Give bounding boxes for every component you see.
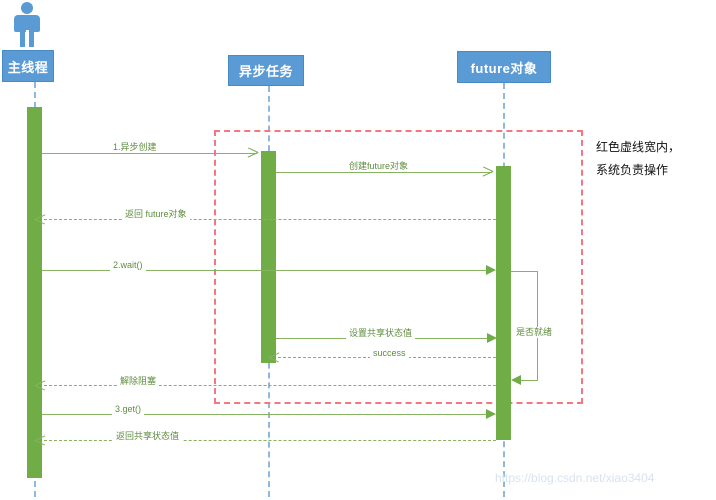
message-label-2: 创建future对象 [346,161,412,172]
lifeline-label-main: 主线程 [7,59,49,75]
actor-stick-figure-icon [10,2,44,47]
message-label-7: success [370,348,409,359]
message-arrow-4 [486,265,496,275]
actor-head [21,2,33,14]
actor-leg-right [29,31,34,47]
message-label-10: 返回共享状态值 [113,431,183,442]
message-line-2 [276,172,492,173]
lifeline-header-task[interactable]: 异步任务 [228,55,304,86]
self-loop-bottom-segment [520,380,538,381]
self-loop-right-segment [537,271,538,380]
system-responsibility-box [214,130,583,404]
message-label-4: 2.wait() [110,260,146,271]
actor-leg-left [20,31,25,47]
message-label-9: 3.get() [112,404,145,415]
message-line-1 [42,153,257,154]
message-label-1: 1.异步创建 [110,142,160,153]
message-line-9 [42,414,487,415]
message-label-3: 返回 future对象 [122,209,190,220]
actor-body [14,15,40,32]
message-line-10 [44,440,496,441]
watermark-text: https://blog.csdn.net/xiao3404 [495,471,655,485]
actor-leg-gap [26,30,29,47]
message-line-8 [44,385,496,386]
lifeline-label-future: future对象 [470,60,538,76]
activation-bar-main [27,107,42,478]
lifeline-header-future[interactable]: future对象 [457,51,551,83]
lifeline-header-main[interactable]: 主线程 [2,50,54,82]
self-loop-arrow [511,375,521,385]
message-arrow-6 [487,333,497,343]
message-label-6: 设置共享状态值 [346,328,416,339]
system-note-line1: 红色虚线宽内， [596,140,681,154]
message-line-4 [42,270,487,271]
message-label-8: 解除阻塞 [117,376,160,387]
message-arrow-9 [486,409,496,419]
lifeline-label-task: 异步任务 [238,64,293,79]
activation-bar-task [261,151,276,363]
message-label-5: 是否就绪 [513,327,556,338]
self-loop-top-segment [511,271,538,272]
system-note-line2: 系统负责操作 [596,163,669,177]
message-line-3 [44,219,496,220]
activation-bar-future [496,166,511,440]
